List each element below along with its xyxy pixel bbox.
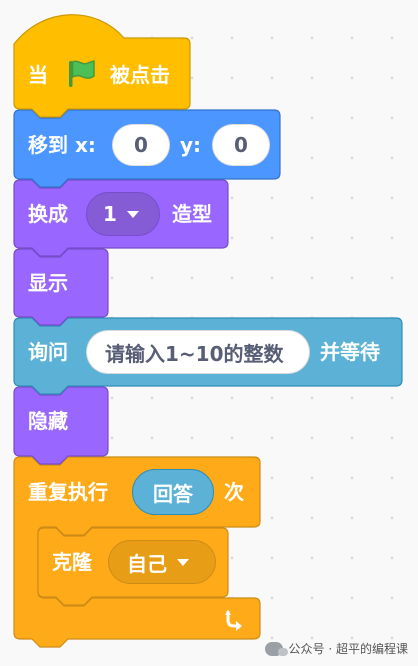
y-label: y: [180, 133, 202, 157]
question-input[interactable]: 请输入1~10的整数 [86, 330, 310, 374]
watermark: 公众号 · 超平的编程课 [264, 640, 408, 657]
clone-target-value: 自己 [127, 551, 167, 576]
hide-block-shape[interactable] [13, 386, 109, 465]
watermark-text: 公众号 · 超平的编程课 [288, 642, 408, 656]
loop-arrow-icon [225, 610, 242, 631]
show-label: 显示 [28, 271, 68, 295]
clone-label: 克隆 [52, 550, 92, 574]
wechat-icon [264, 641, 288, 656]
hat-block-shape[interactable] [13, 14, 191, 118]
green-flag-icon [69, 60, 95, 87]
clicked-label: 被点击 [110, 63, 170, 87]
clone-target-dropdown[interactable]: 自己 [108, 540, 216, 584]
repeat-label: 重复执行 [28, 480, 108, 504]
goto-x-label: 移到 x: [28, 133, 96, 157]
switch-costume-label: 换成 [28, 202, 68, 226]
chevron-down-icon [177, 558, 189, 566]
hide-label: 隐藏 [28, 409, 68, 433]
costume-dropdown[interactable]: 1 [86, 192, 160, 236]
show-block-shape[interactable] [13, 248, 109, 326]
costume-suffix-label: 造型 [172, 202, 212, 226]
costume-value: 1 [103, 202, 117, 226]
when-label: 当 [28, 63, 48, 87]
x-input[interactable]: 0 [112, 124, 170, 166]
y-input[interactable]: 0 [212, 124, 270, 166]
ask-label: 询问 [28, 340, 68, 364]
times-label: 次 [224, 480, 244, 504]
answer-reporter[interactable]: 回答 [132, 469, 214, 515]
and-wait-label: 并等待 [320, 340, 380, 364]
chevron-down-icon [126, 210, 139, 218]
